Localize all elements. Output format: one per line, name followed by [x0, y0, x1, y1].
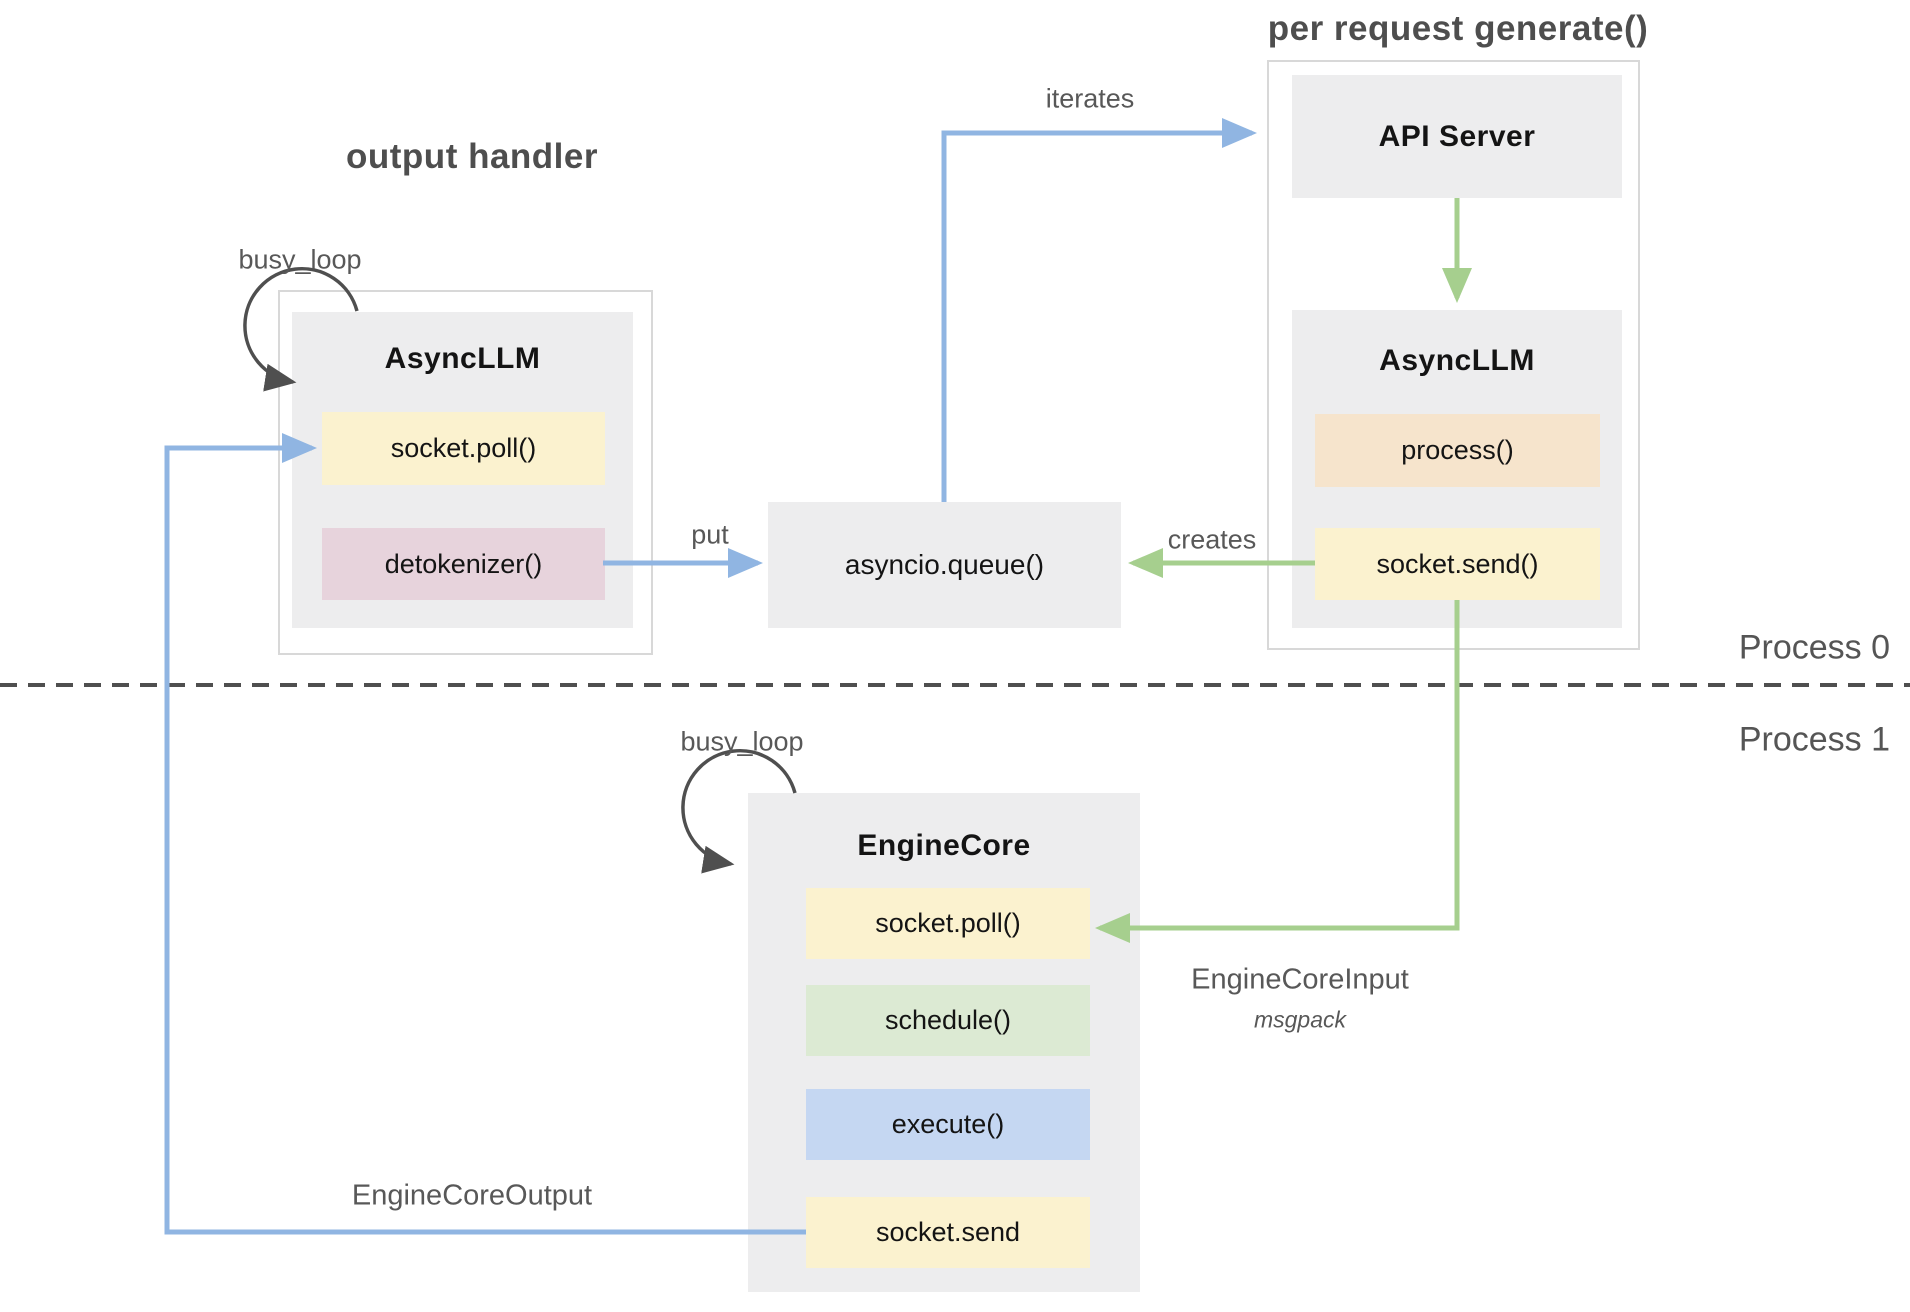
put-label: put: [691, 519, 729, 550]
engine-core-socket-poll: socket.poll(): [806, 888, 1090, 959]
async-llm-right-process: process(): [1315, 414, 1600, 487]
api-server-title: API Server: [1378, 120, 1536, 153]
engine-core-box: EngineCore socket.poll() schedule() exec…: [748, 793, 1140, 1292]
busy-loop-top-label: busy_loop: [238, 244, 362, 275]
process-0-label: Process 0: [1738, 628, 1890, 667]
output-handler-title: output handler: [346, 137, 598, 176]
asyncio-queue-box: asyncio.queue(): [768, 502, 1121, 628]
engine-core-socket-send: socket.send: [806, 1197, 1090, 1268]
async-llm-left-detokenizer: detokenizer(): [322, 528, 605, 600]
creates-label: creates: [1167, 524, 1257, 555]
iterates-label: iterates: [1045, 83, 1135, 114]
engine-core-execute: execute(): [806, 1089, 1090, 1160]
async-llm-right-title: AsyncLLM: [1379, 344, 1535, 377]
engine-core-title: EngineCore: [857, 829, 1031, 862]
engine-core-input-label: EngineCoreInput: [1191, 963, 1409, 996]
async-llm-left-box: AsyncLLM socket.poll() detokenizer(): [292, 312, 633, 628]
async-llm-left-socket-poll: socket.poll(): [322, 412, 605, 485]
process-1-label: Process 1: [1738, 720, 1890, 759]
async-llm-right-box: AsyncLLM process() socket.send(): [1292, 310, 1622, 628]
msgpack-label: msgpack: [1253, 1006, 1347, 1033]
per-request-generate-title: per request generate(): [1267, 9, 1649, 48]
api-server-box: API Server: [1292, 75, 1622, 198]
engine-core-output-label: EngineCoreOutput: [351, 1179, 593, 1212]
async-llm-left-title: AsyncLLM: [384, 342, 541, 375]
busy-loop-bottom-label: busy_loop: [680, 726, 804, 757]
iterates-arrow: [941, 118, 1257, 502]
engine-core-schedule: schedule(): [806, 985, 1090, 1056]
async-llm-right-socket-send: socket.send(): [1315, 528, 1600, 600]
